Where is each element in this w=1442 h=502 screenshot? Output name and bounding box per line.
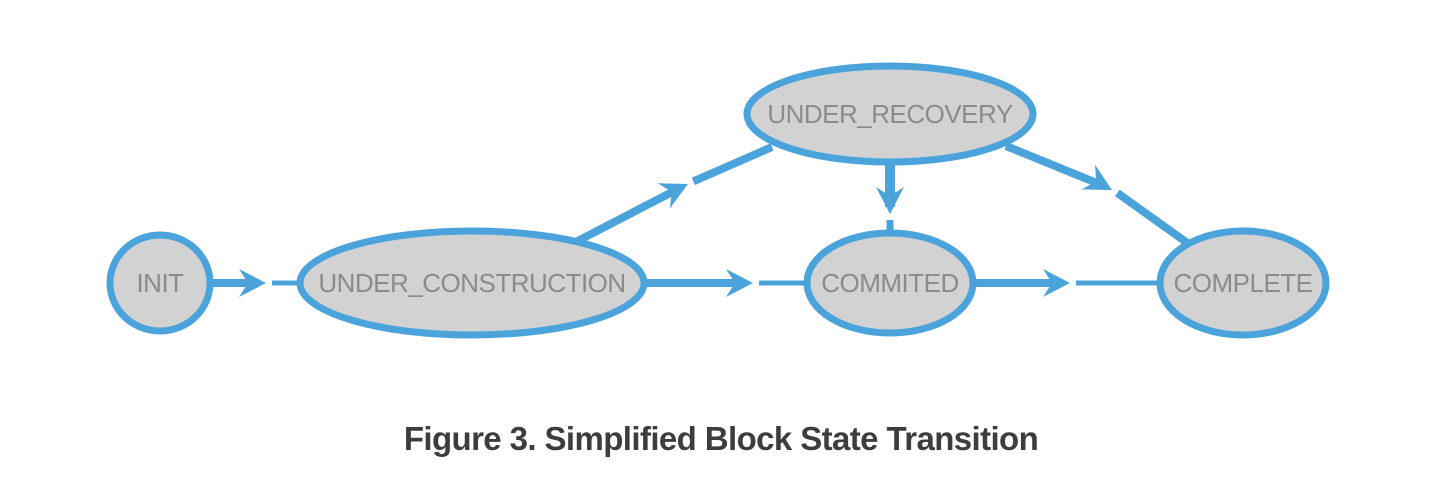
node-label-complete: COMPLETE [1173,268,1312,298]
node-label-under-recovery: UNDER_RECOVERY [767,99,1013,129]
edge-under-construction-to-under-recovery-tail [691,143,774,186]
node-complete [1156,227,1330,339]
node-label-under-construction: UNDER_CONSTRUCTION [318,268,625,298]
arrowhead-under-recovery-to-commited [876,187,904,214]
node-commited [803,229,977,337]
node-init [106,231,214,335]
node-under-recovery [743,62,1037,166]
arrowhead-under-recovery-to-complete [1081,164,1112,190]
arrowhead-under-construction-to-under-recovery [657,183,688,209]
arrowhead-commited-to-complete [1043,269,1070,297]
node-label-commited: COMMITED [821,268,959,298]
edge-under-construction-to-under-recovery [564,183,684,251]
node-label-init: INIT [136,268,184,298]
figure-caption: Figure 3. Simplified Block State Transit… [403,420,1039,457]
arrowhead-under-construction-to-commited [726,269,753,297]
node-under-construction [296,227,648,339]
arrowhead-init-to-under-construction [239,269,266,297]
edge-under-recovery-to-complete [1004,142,1108,191]
